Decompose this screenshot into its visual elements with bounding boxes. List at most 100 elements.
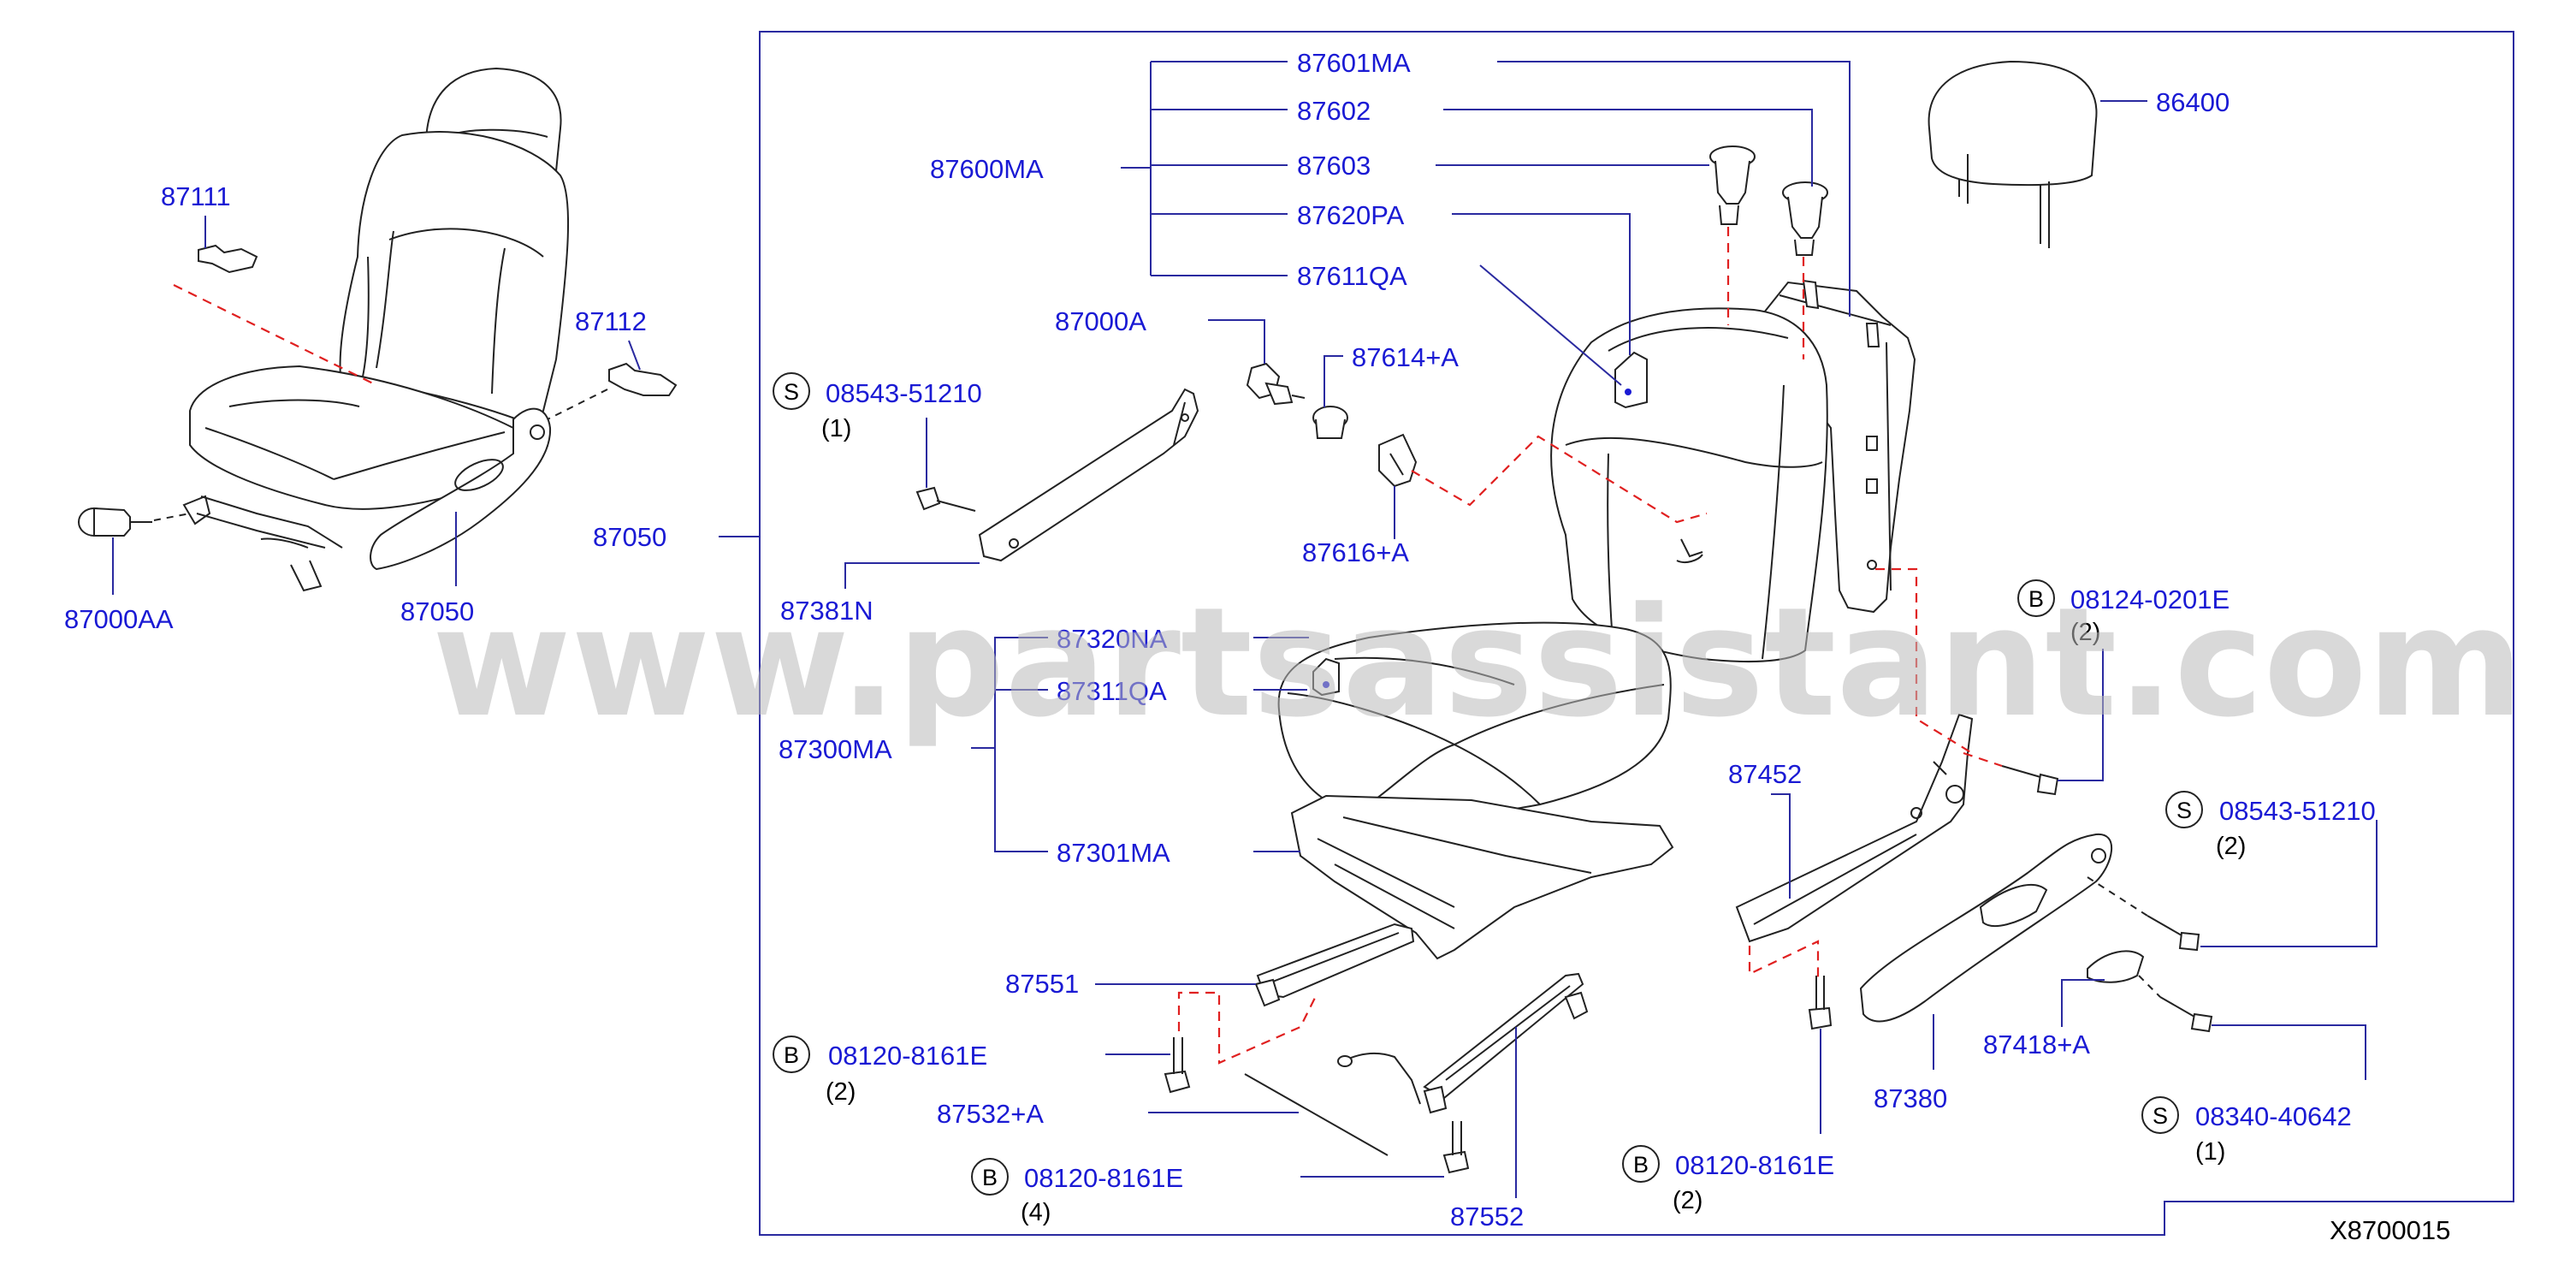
svg-text:(2): (2) <box>826 1078 856 1106</box>
part-87380-side-cover <box>1859 833 2112 1023</box>
part-87000AA-knob <box>78 507 152 537</box>
svg-text:(4): (4) <box>1021 1199 1051 1226</box>
part-87381N-bracket <box>978 388 1199 562</box>
leader-fastener-b1 <box>2058 649 2104 781</box>
label-87050-overview: 87050 <box>400 596 474 626</box>
label-87620PA: 87620PA <box>1297 200 1405 230</box>
dashed-guide-s3 <box>2138 975 2161 998</box>
leader-87611QA-right <box>1479 264 1622 386</box>
dashed-guide-87452 <box>1875 567 1973 754</box>
fastener-callout-b1: B 08124-0201E (2) <box>2017 579 2230 646</box>
part-87112-clip <box>608 362 678 396</box>
svg-text:08120-8161E: 08120-8161E <box>1024 1163 1183 1193</box>
svg-text:S: S <box>2176 798 2192 823</box>
part-87616A-bracket <box>1378 433 1418 488</box>
label-87602: 87602 <box>1297 96 1371 126</box>
main-assembly-frame <box>759 31 2514 1236</box>
bolt-b4 <box>1808 976 1833 1030</box>
dashed-guide-b1 <box>1963 751 2003 768</box>
fastener-callout-s2: S 08543-51210 (2) <box>2165 791 2376 860</box>
leader-87000A <box>1208 319 1265 364</box>
part-87552-rail <box>1337 972 1589 1114</box>
label-87611QA: 87611QA <box>1297 261 1407 291</box>
label-87603: 87603 <box>1297 151 1371 181</box>
leader-bracket-87300MA <box>994 637 1048 852</box>
label-87000A: 87000A <box>1055 306 1146 336</box>
label-87300MA: 87300MA <box>779 734 892 764</box>
dashed-guide-87616A <box>1411 435 1708 524</box>
part-87551-rail <box>1254 923 1415 1007</box>
svg-text:B: B <box>784 1042 799 1068</box>
bolt-b1 <box>2001 765 2059 796</box>
dashed-guide-87112 <box>547 389 608 420</box>
svg-text:S: S <box>2153 1103 2168 1129</box>
label-87551: 87551 <box>1005 969 1079 999</box>
part-87532A-wire <box>1244 1073 1389 1156</box>
part-87000A-knob <box>1246 362 1306 406</box>
label-87320NA: 87320NA <box>1057 624 1168 654</box>
overview-seat-assembly <box>182 67 570 592</box>
label-87532A: 87532+A <box>937 1099 1044 1129</box>
bolt-b2 <box>1164 1037 1191 1094</box>
dashed-guide-s2 <box>2087 876 2148 917</box>
part-87603-headrest-guide <box>1782 181 1828 256</box>
label-86400: 86400 <box>2156 87 2230 117</box>
svg-text:B: B <box>1633 1152 1649 1178</box>
part-87111-clip <box>198 244 258 274</box>
part-87614A-cap <box>1312 406 1348 439</box>
leader-87601MA-right <box>1497 61 1851 317</box>
label-87301MA: 87301MA <box>1057 838 1170 868</box>
fastener-callout-b3: B 08120-8161E (4) <box>971 1158 1183 1226</box>
svg-text:B: B <box>2028 586 2044 612</box>
leader-87602-right <box>1443 109 1813 187</box>
bolt-b3 <box>1442 1121 1470 1174</box>
leader-87620PA-right <box>1452 213 1631 355</box>
leader-87452 <box>1771 793 1791 899</box>
label-87600MA: 87600MA <box>930 154 1044 184</box>
screw-s3 <box>2159 996 2213 1033</box>
screw-s1 <box>915 486 976 512</box>
svg-text:08120-8161E: 08120-8161E <box>1675 1150 1834 1180</box>
svg-text:(1): (1) <box>2195 1138 2225 1166</box>
svg-text:08120-8161E: 08120-8161E <box>828 1041 987 1071</box>
svg-text:(1): (1) <box>821 415 851 442</box>
leader-87112 <box>628 340 641 371</box>
leader-fastener-s3 <box>2212 1024 2366 1080</box>
part-87602-headrest-guide <box>1709 145 1756 225</box>
seat-cushion-assembly <box>1277 621 1674 960</box>
leader-87418A <box>2061 979 2105 1027</box>
leader-87381N <box>844 562 980 589</box>
svg-text:08543-51210: 08543-51210 <box>2219 796 2376 826</box>
svg-text:S: S <box>784 379 799 405</box>
label-87616A: 87616+A <box>1302 537 1409 567</box>
leader-fastener-s2 <box>2200 820 2378 947</box>
label-87050-main: 87050 <box>593 522 666 552</box>
label-87380: 87380 <box>1874 1083 1947 1113</box>
fastener-callout-b4: B 08120-8161E (2) <box>1622 1145 1834 1214</box>
label-87452: 87452 <box>1728 759 1802 789</box>
fastener-callout-s3: S 08340-40642 (1) <box>2141 1096 2352 1166</box>
label-87311QA: 87311QA <box>1057 676 1167 706</box>
dashed-guide-87111 <box>173 284 377 386</box>
seat-back-assembly <box>1550 279 1916 662</box>
svg-text:08124-0201E: 08124-0201E <box>2070 585 2230 614</box>
dashed-guide-b4 <box>1748 940 1820 977</box>
svg-text:(2): (2) <box>1673 1187 1703 1214</box>
dashed-guide-87000AA <box>153 513 191 521</box>
svg-text:08543-51210: 08543-51210 <box>826 378 982 408</box>
part-86400-headrest <box>1928 60 2098 248</box>
part-87418A-knob <box>2087 950 2145 983</box>
svg-text:(2): (2) <box>2216 833 2246 860</box>
watermark-text: www.partsassistant.com <box>432 575 2524 751</box>
label-87552: 87552 <box>1450 1202 1524 1231</box>
label-87111: 87111 <box>161 181 231 211</box>
fastener-callout-b2: B 08120-8161E (2) <box>773 1036 987 1106</box>
label-87614A: 87614+A <box>1352 342 1459 372</box>
label-87381N: 87381N <box>780 596 873 626</box>
label-87601MA: 87601MA <box>1297 48 1411 78</box>
label-87112: 87112 <box>575 306 647 336</box>
label-87418A: 87418+A <box>1983 1030 2090 1059</box>
svg-text:B: B <box>982 1165 998 1190</box>
diagram-code: X8700015 <box>2330 1215 2450 1245</box>
